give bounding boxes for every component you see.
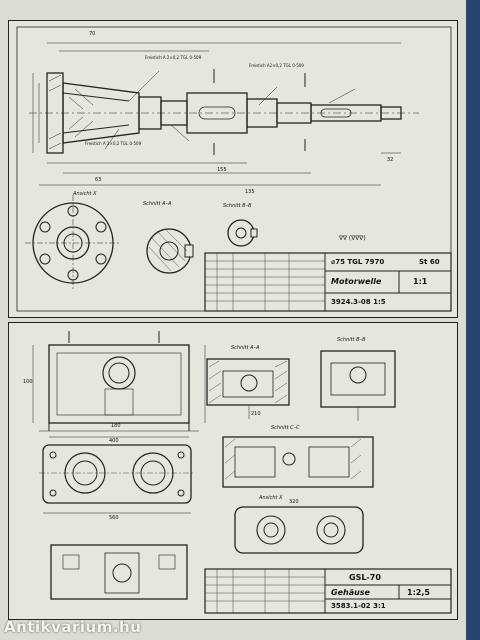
dimension-100: 100 [23,379,33,385]
dimension-560: 560 [109,515,119,521]
undercut-note-3: Freistich A 2×0,2 TGL 0-509 [85,141,142,146]
material-spec: ⌀75 TGL 7970 [331,258,385,266]
scale: 1:2,5 [407,588,430,597]
dimension-135: 135 [245,189,255,195]
drawing-number: 3924.3-08 1:5 [331,298,386,306]
dimension-63: 63 [95,177,102,183]
dimension-155: 155 [217,167,227,173]
dimension-210: 210 [251,411,261,417]
dimension-320: 320 [289,499,299,505]
material-grade: St 60 [419,258,440,266]
dimension-400: 400 [109,438,119,444]
section-b-label: Schnitt B–B [337,337,366,343]
watermark: Antikvarium.hu [4,618,142,636]
book-page: Schnitt A–A Schnitt B–B Ansicht X ∇∇ (∇∇… [0,0,466,640]
undercut-note-2: Freistich A2×0,2 TGL 0-509 [249,63,304,68]
part-name: Motorwelle [331,277,382,286]
section-a-label: Schnitt A–A [143,201,172,207]
drawing-sheet-motorwelle: Schnitt A–A Schnitt B–B Ansicht X ∇∇ (∇∇… [8,20,458,318]
part-name: Gehäuse [331,588,370,597]
shaft-drawing [16,26,452,312]
dimension-70: 70 [89,31,96,37]
surface-note: ∇∇ (∇∇∇) [339,235,366,242]
part-code: GSL-70 [349,573,381,582]
dimension-32: 32 [387,157,394,163]
undercut-note-1: Freistich A 2×0,2 TGL 0-509 [145,55,202,60]
section-a-label: Schnitt A–A [231,345,260,351]
housing-drawing [32,331,452,614]
section-b-label: Schnitt B–B [223,203,252,209]
scale: 1:1 [413,277,428,286]
drawing-sheet-gehaeuse: Schnitt A–A Schnitt B–B Schnitt C–C Ansi… [8,322,458,620]
view-x-label: Ansicht X [259,495,283,501]
drawing-number: 3583.1-02 3:1 [331,602,386,610]
section-c-label: Schnitt C–C [271,425,300,431]
book-spine [466,0,480,640]
dimension-180: 180 [111,423,121,429]
view-x-label: Ansicht X [73,191,97,197]
